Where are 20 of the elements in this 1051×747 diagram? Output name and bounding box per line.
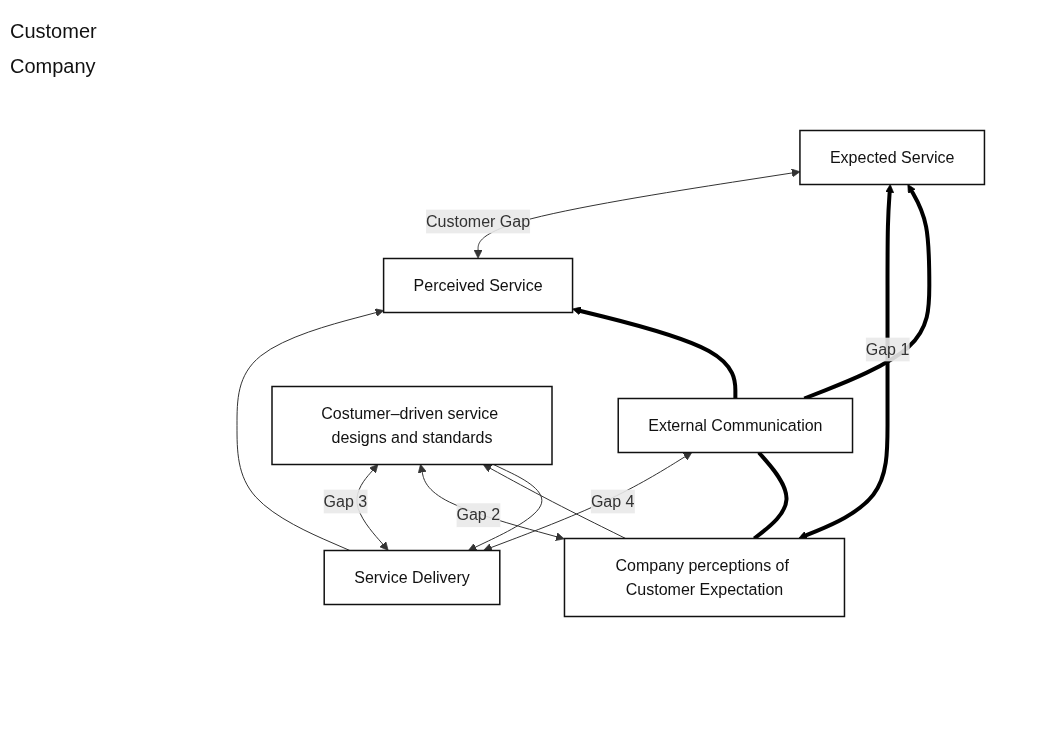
arrow xyxy=(482,464,626,539)
side-label: Customer xyxy=(10,20,98,43)
node-box: External Communication xyxy=(617,397,854,454)
edge-label: Gap 4 xyxy=(590,492,635,510)
side-label: Company xyxy=(10,55,97,78)
arrow xyxy=(417,464,565,541)
arrow xyxy=(236,308,384,551)
node-box: Company perceptions of Customer Expectation xyxy=(563,537,845,618)
edge-label: Gap 1 xyxy=(865,340,910,358)
arrow xyxy=(467,464,543,552)
arrow xyxy=(483,452,692,552)
edge-label: Gap 3 xyxy=(323,492,367,510)
node-box: Perceived Service xyxy=(382,257,574,314)
node-box: Expected Service xyxy=(798,129,985,186)
arrow xyxy=(571,306,738,399)
edge-label: Customer Gap xyxy=(425,212,530,230)
node-box: Service Delivery xyxy=(323,549,501,606)
node-box: Costumer–driven service designs and standards xyxy=(271,385,553,466)
arrow xyxy=(798,184,894,540)
edge-label: Gap 2 xyxy=(456,506,500,524)
